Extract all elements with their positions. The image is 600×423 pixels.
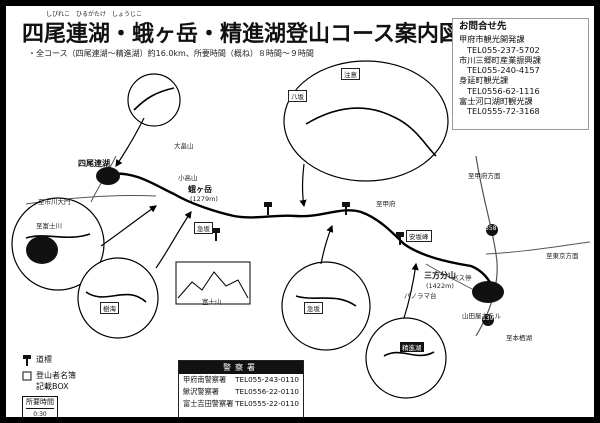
place-label: 至市川大門 — [38, 198, 71, 206]
police-row: 鰍沢警察署 TEL0556-22-0110 — [179, 386, 303, 398]
legend-box-line1: 登山者名簿 — [36, 371, 76, 380]
contact-tel: TEL055-237-5702 — [467, 44, 540, 55]
contact-name: 富士河口湖町観光課 — [459, 96, 533, 107]
legend: 道標 登山者名簿 記載BOX 所要時間 0:30 — [22, 354, 76, 417]
contact-name: 市川三郷町産業振興課 — [459, 54, 541, 65]
place-label: 至甲府方面 — [468, 172, 501, 180]
place-label: 至甲府 — [376, 200, 396, 208]
place-tag: 樹海 — [100, 302, 119, 314]
register-box-icon — [22, 371, 32, 381]
signpost-icon — [212, 202, 404, 245]
connector-arrow — [155, 211, 192, 269]
place-label: 小高山 — [178, 174, 198, 182]
inset-trail — [85, 291, 147, 303]
connector-arrow — [403, 262, 419, 319]
police-tel: TEL0555-22-0110 — [235, 399, 299, 408]
legend-time: 所要時間 0:30 — [22, 396, 58, 417]
trail-route — [110, 172, 494, 287]
place-label: 三方分山 — [424, 271, 456, 280]
place-tag: 八坂 — [288, 90, 307, 102]
police-row: 富士吉田警察署 TEL0555-22-0110 — [179, 398, 303, 410]
route-marker-139 — [482, 314, 494, 326]
inset-circle — [127, 73, 181, 127]
lake-shibireko — [96, 167, 120, 185]
place-label: パノラマ台 — [404, 292, 437, 300]
contact-heading: お問合せ先 — [459, 21, 507, 32]
place-label: 至富士川 — [36, 222, 62, 230]
connector-arrow — [115, 117, 145, 167]
inset-trail — [25, 233, 91, 239]
inset-circle — [365, 317, 447, 399]
contact-box: お問合せ先 甲府市観光開発課 TEL055-237-5702 市川三郷町産業振興… — [452, 18, 589, 130]
lake-seishinko — [472, 281, 504, 303]
contact-tel: TEL055-240-4157 — [467, 65, 540, 76]
inset-circle — [281, 261, 371, 351]
police-box: 警察署 甲府南警察署 TEL055-243-0110 鰍沢警察署 TEL0556… — [178, 360, 304, 417]
signpost-icon — [23, 355, 31, 366]
legend-time-sample: 0:30 — [26, 408, 54, 417]
contact-tel: TEL0556-62-1116 — [467, 85, 540, 96]
contact-name: 甲府市観光開発課 — [459, 34, 525, 45]
inset-trail — [295, 295, 357, 307]
police-heading: 警察署 — [179, 361, 303, 374]
place-label: 四尾連湖 — [78, 159, 110, 168]
place-label: 至本栖湖 — [506, 334, 532, 342]
inset-circle — [77, 257, 159, 339]
mountain-diagram-box — [175, 261, 251, 305]
legend-box-line2: 記載BOX — [36, 382, 69, 391]
legend-time-label: 所要時間 — [26, 398, 54, 406]
place-tag: 安坂峰 — [406, 230, 432, 242]
inset-circle — [283, 60, 449, 182]
route-number: 358 — [485, 225, 497, 232]
place-elevation: (1422m) — [426, 282, 454, 290]
contact-tel: TEL0555-72-3168 — [467, 106, 540, 117]
map-drawing — [11, 60, 591, 399]
route-marker-358 — [486, 224, 498, 236]
place-tag: 急坂 — [304, 302, 323, 314]
connector-arrow — [100, 205, 157, 247]
connector-arrow — [320, 224, 334, 265]
police-tel: TEL0556-22-0110 — [235, 387, 299, 396]
place-label: 蛾ヶ岳 — [188, 185, 212, 194]
police-tel: TEL055-243-0110 — [235, 375, 299, 384]
mountain-silhouette — [177, 271, 249, 299]
place-tag: 精進湖 — [400, 342, 424, 352]
place-label: 至東京方面 — [546, 252, 579, 260]
inset-trail — [133, 87, 175, 111]
police-row: 甲府南警察署 TEL055-243-0110 — [179, 374, 303, 386]
place-label: バス停 — [452, 274, 472, 282]
chuui-tag: 注意 — [341, 68, 360, 80]
police-name: 富士吉田警察署 — [183, 399, 234, 408]
place-elevation: (1279m) — [190, 195, 218, 203]
place-tag: 急坂 — [194, 222, 213, 234]
lake-inset — [26, 236, 58, 264]
title-ruby: しびれこ ひるがたけ しょうじこ — [46, 11, 143, 18]
police-name: 鰍沢警察署 — [183, 387, 219, 396]
place-label: 富士山 — [202, 298, 222, 306]
contact-name: 身延町観光課 — [459, 75, 509, 86]
connector-arrow — [299, 163, 307, 208]
inset-trail — [305, 107, 437, 157]
route-number: 139 — [482, 315, 494, 322]
page-title: 四尾連湖・蛾ヶ岳・精進湖登山コース案内図 — [22, 22, 461, 47]
road-line — [485, 241, 591, 255]
place-label: 大畠山 — [174, 142, 194, 150]
inset-trail — [383, 351, 435, 357]
legend-signpost: 道標 — [36, 355, 52, 364]
road-line — [475, 155, 498, 337]
place-label: 山田屋ホテル — [462, 312, 501, 320]
police-name: 甲府南警察署 — [183, 375, 227, 384]
page-subtitle: ・全コース（四尾連湖～精進湖）約16.0km、所要時間（概ね）８時間～９時間 — [28, 49, 314, 58]
